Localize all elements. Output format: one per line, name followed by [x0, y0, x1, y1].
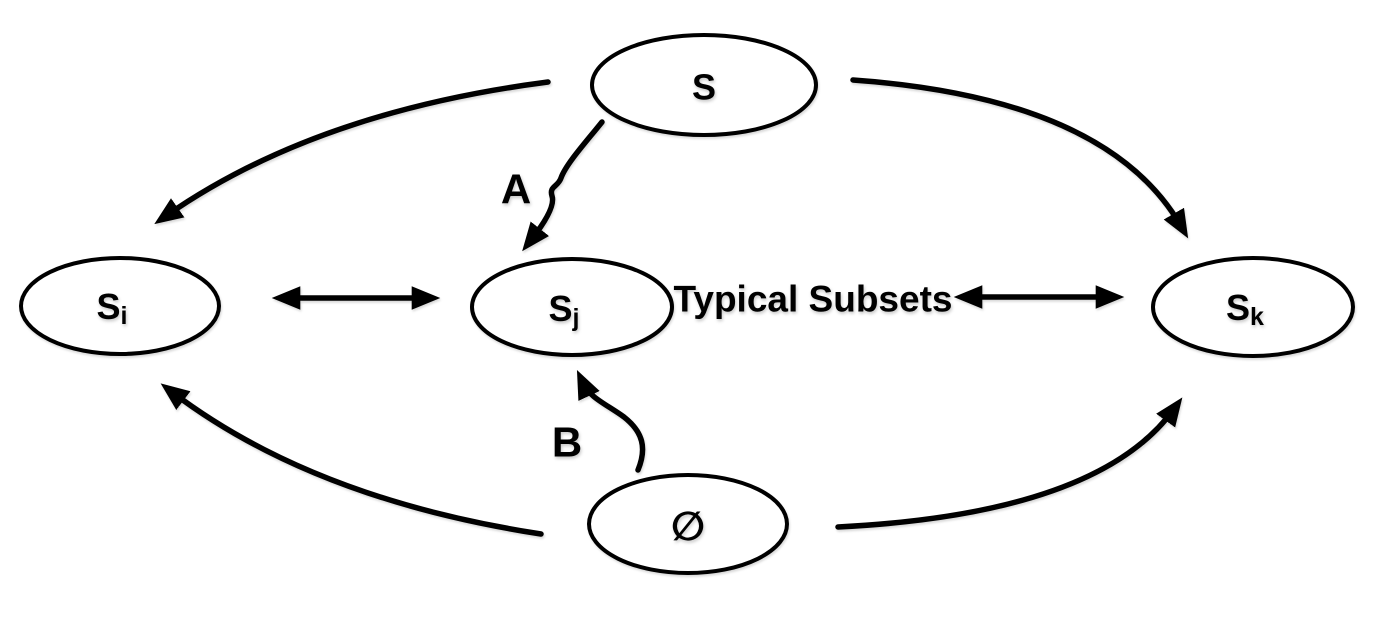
node-sk-label: Sk [1226, 287, 1264, 332]
edge-s-to-sk-arrow [850, 77, 1189, 239]
edge-empty-to-si-arrow [160, 383, 544, 537]
node-si-label: Si [97, 286, 128, 331]
node-empty-ellipse [587, 473, 789, 575]
node-s-ellipse [590, 33, 818, 137]
annotation-typical-subsets: Typical Subsets [674, 279, 953, 320]
node-sj-ellipse [470, 257, 674, 357]
edge-s-to-si-arrow [154, 79, 551, 225]
edge-b-label: B [552, 419, 582, 466]
edge-b-squiggle-arrow [576, 370, 646, 473]
node-sj-label: Sj [549, 288, 580, 333]
node-si-ellipse [19, 256, 221, 356]
node-sk-ellipse [1151, 256, 1355, 358]
edge-a-label: A [501, 166, 531, 213]
edge-a-squiggle-arrow [522, 119, 605, 252]
edge-empty-to-sk-arrow [835, 397, 1183, 530]
node-s-label: S [692, 67, 716, 108]
node-empty-label: ∅ [671, 504, 705, 550]
